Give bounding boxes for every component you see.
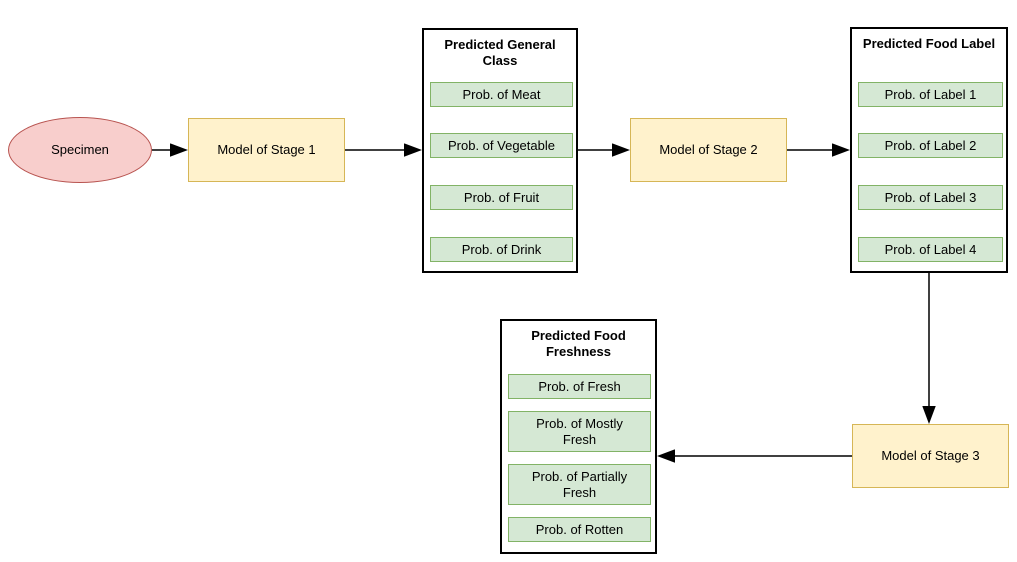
specimen-node: Specimen (8, 117, 152, 183)
prob-rotten-box: Prob. of Rotten (508, 517, 651, 542)
prob-label3-box: Prob. of Label 3 (858, 185, 1003, 210)
food-label-container: Predicted Food Label Prob. of Label 1 Pr… (850, 27, 1008, 273)
prob-partially-fresh-box: Prob. of Partially Fresh (508, 464, 651, 505)
model-stage-1-label: Model of Stage 1 (217, 142, 316, 158)
prob-rotten-label: Prob. of Rotten (535, 521, 624, 537)
prob-label2-label: Prob. of Label 2 (884, 137, 977, 153)
prob-label2-box: Prob. of Label 2 (858, 133, 1003, 158)
prob-mostly-fresh-box: Prob. of Mostly Fresh (508, 411, 651, 452)
prob-label3-label: Prob. of Label 3 (884, 189, 977, 205)
general-class-container: Predicted General Class Prob. of Meat Pr… (422, 28, 578, 273)
prob-meat-label: Prob. of Meat (462, 86, 541, 102)
food-freshness-container: Predicted Food Freshness Prob. of Fresh … (500, 319, 657, 554)
model-stage-3-node: Model of Stage 3 (852, 424, 1009, 488)
prob-vegetable-box: Prob. of Vegetable (430, 133, 573, 158)
prob-fresh-label: Prob. of Fresh (538, 378, 621, 394)
prob-label1-label: Prob. of Label 1 (884, 86, 977, 102)
model-stage-2-node: Model of Stage 2 (630, 118, 787, 182)
model-stage-3-label: Model of Stage 3 (881, 448, 980, 464)
food-label-title: Predicted Food Label (862, 36, 996, 51)
prob-drink-box: Prob. of Drink (430, 237, 573, 262)
food-freshness-title: Predicted Food Freshness (531, 328, 626, 360)
prob-fruit-box: Prob. of Fruit (430, 185, 573, 210)
prob-partially-fresh-label: Prob. of Partially Fresh (531, 468, 628, 500)
prob-label4-box: Prob. of Label 4 (858, 237, 1003, 262)
prob-fresh-box: Prob. of Fresh (508, 374, 651, 399)
prob-label1-box: Prob. of Label 1 (858, 82, 1003, 107)
prob-label4-label: Prob. of Label 4 (884, 241, 977, 257)
general-class-title: Predicted General Class (444, 37, 556, 69)
model-stage-2-label: Model of Stage 2 (659, 142, 758, 158)
prob-vegetable-label: Prob. of Vegetable (448, 137, 555, 153)
prob-meat-box: Prob. of Meat (430, 82, 573, 107)
specimen-label: Specimen (51, 142, 109, 158)
prob-fruit-label: Prob. of Fruit (463, 189, 540, 205)
prob-drink-label: Prob. of Drink (461, 241, 542, 257)
prob-mostly-fresh-label: Prob. of Mostly Fresh (536, 415, 623, 447)
model-stage-1-node: Model of Stage 1 (188, 118, 345, 182)
